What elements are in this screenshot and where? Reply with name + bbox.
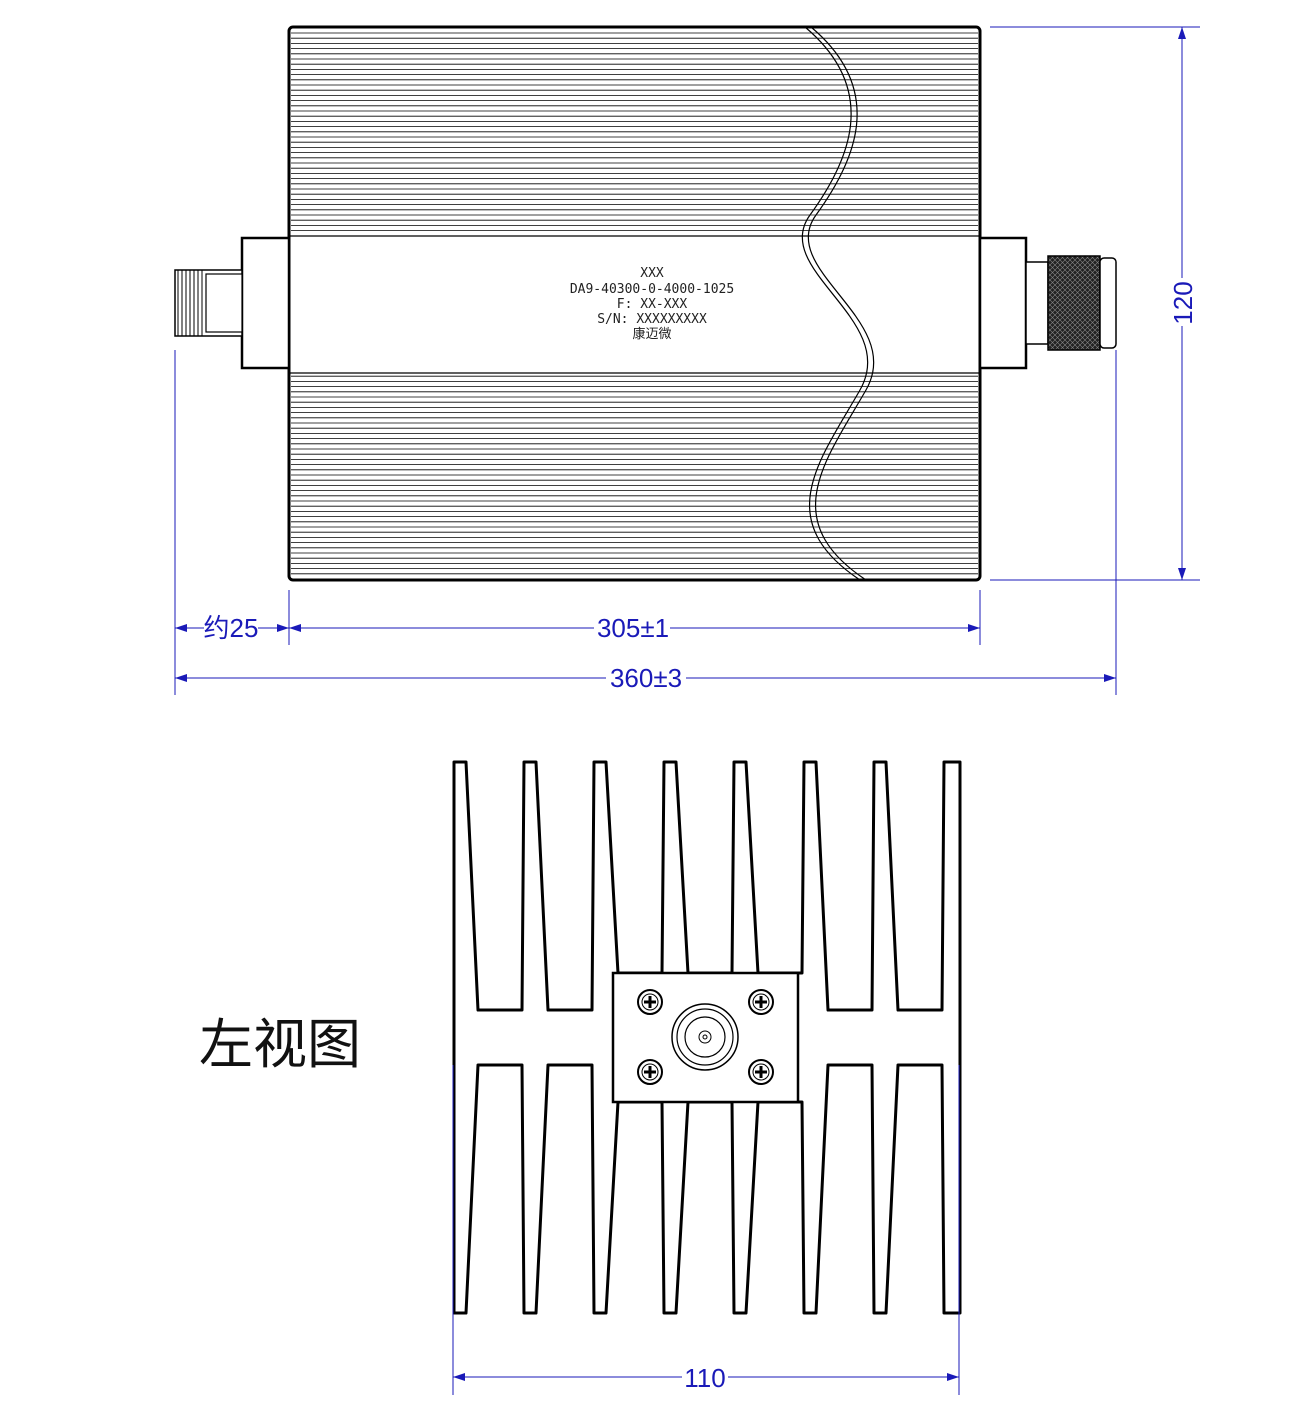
screw-icon: [637, 989, 663, 1015]
screw-icon: [748, 1059, 774, 1085]
height-dimension-label: 120: [1168, 281, 1198, 324]
break-line: [801, 26, 869, 581]
mounting-plate: [611, 971, 800, 1104]
front-view: XXX DA9-40300-0-4000-1025 F: XX-XXX S/N:…: [174, 25, 1200, 695]
screw-icon: [637, 1059, 663, 1085]
break-line-2: [807, 26, 875, 581]
left-view: 110 左视图: [199, 760, 962, 1395]
label-frequency: F: XX-XXX: [617, 297, 688, 312]
center-connector: [671, 1003, 739, 1071]
product-label: XXX DA9-40300-0-4000-1025 F: XX-XXX S/N:…: [570, 266, 734, 342]
right-flange: [978, 236, 1028, 370]
label-serial: S/N: XXXXXXXXX: [597, 312, 707, 327]
left-flange: [240, 236, 291, 370]
total-length-label: 360±3: [610, 663, 682, 693]
heatsink-fin-lines: [291, 32, 978, 575]
right-connector: [1025, 255, 1117, 351]
width-dimension-label: 110: [684, 1363, 725, 1393]
connector-length-label: 约25: [204, 613, 259, 643]
label-line-1: XXX: [640, 266, 664, 281]
view-title: 左视图: [199, 1013, 361, 1076]
label-model: DA9-40300-0-4000-1025: [570, 282, 734, 297]
screw-icon: [748, 989, 774, 1015]
left-connector: [174, 269, 243, 337]
label-maker: 康迈微: [632, 326, 671, 342]
body-length-label: 305±1: [597, 613, 669, 643]
